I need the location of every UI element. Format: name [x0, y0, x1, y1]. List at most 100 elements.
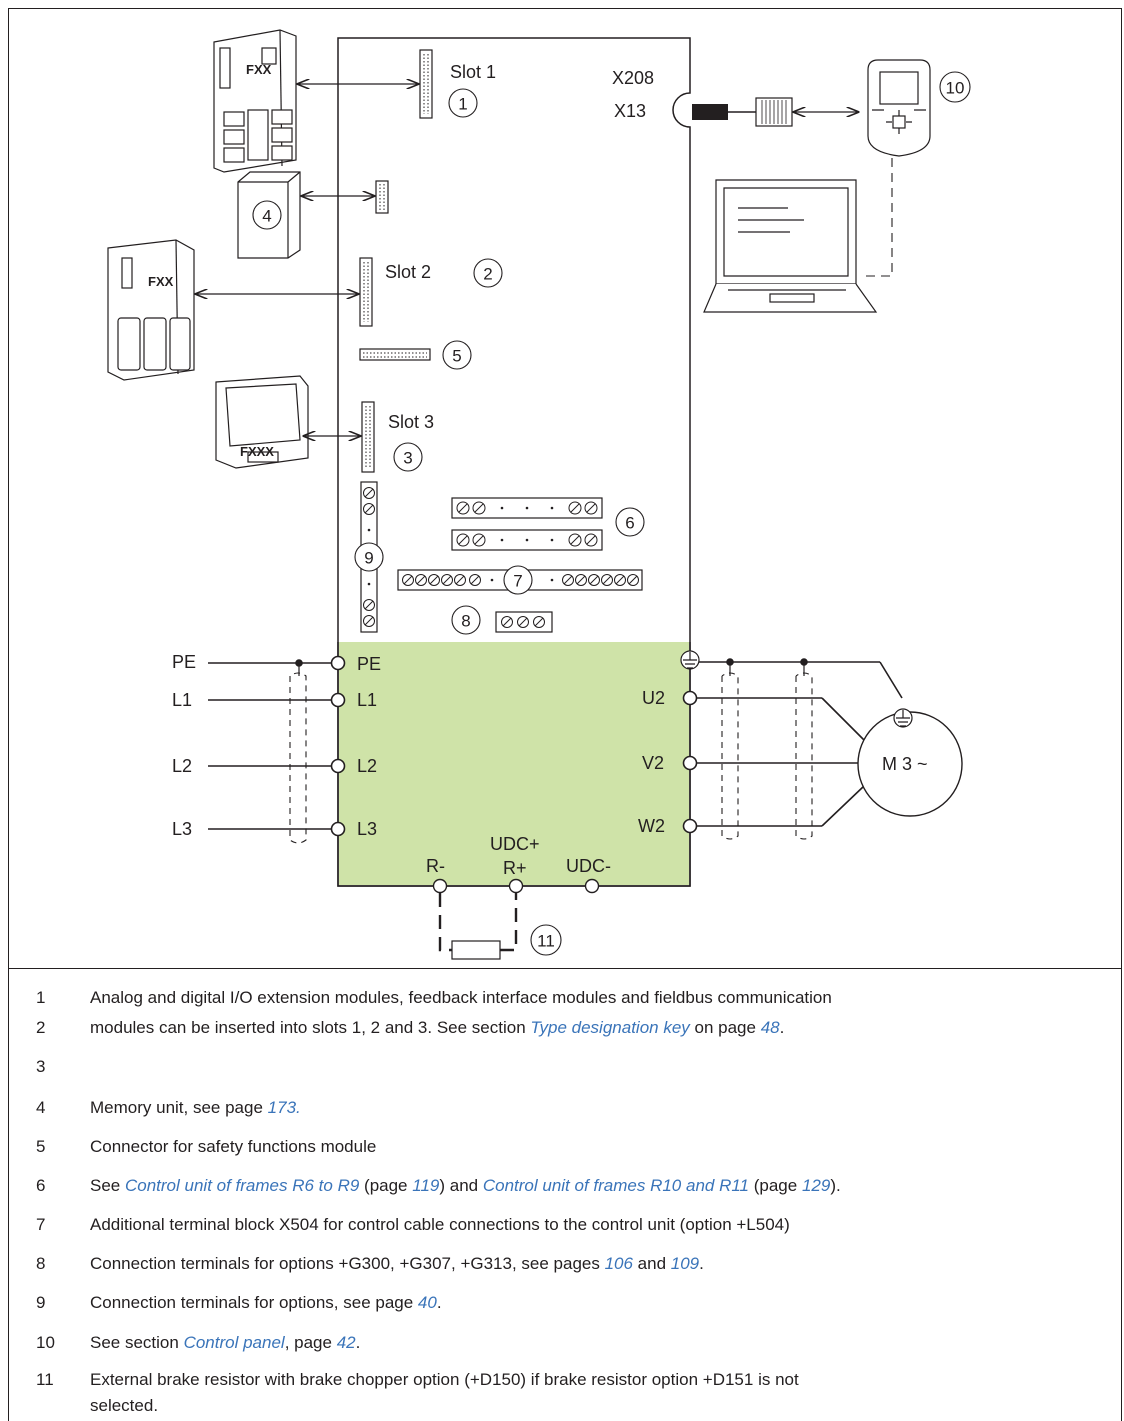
input-terminals — [208, 655, 346, 837]
cross-reference-link[interactable]: Control unit of frames R10 and R11 — [482, 1176, 749, 1195]
legend-number: 6 — [36, 1176, 46, 1195]
callout-9: 9 — [354, 542, 384, 572]
drive-unit — [337, 37, 691, 887]
motor-label: M 3 ~ — [882, 754, 928, 774]
legend-text-part: . — [355, 1333, 361, 1352]
svg-text:10: 10 — [946, 79, 965, 98]
fxxx-module-label: FXXX — [240, 444, 274, 459]
svg-text:3: 3 — [403, 449, 412, 468]
cross-reference-link[interactable]: 106 — [604, 1254, 633, 1273]
l3-ext-label: L3 — [172, 819, 192, 839]
cross-reference-link[interactable]: 109 — [670, 1254, 700, 1273]
terminal-block-6b — [451, 529, 603, 551]
legend-text: modules can be inserted into slots 1, 2 … — [90, 1017, 1120, 1039]
legend-number: 11 — [36, 1370, 54, 1389]
l2-ext-label: L2 — [172, 756, 192, 776]
legend-number: 9 — [36, 1293, 46, 1312]
legend-text-part: Connector for safety functions module — [90, 1137, 377, 1156]
svg-text:9: 9 — [364, 549, 373, 568]
legend-text-part: (page — [359, 1176, 413, 1195]
legend-number: 10 — [36, 1333, 55, 1352]
fxx-module-2 — [107, 239, 195, 381]
fxx-module-2-label: FXX — [148, 274, 174, 289]
legend-text-part: External brake resistor with brake chopp… — [90, 1370, 799, 1389]
legend-text: Analog and digital I/O extension modules… — [90, 987, 1120, 1009]
power-section — [339, 642, 689, 885]
figure-frame — [8, 8, 1122, 1421]
callout-11: 11 — [530, 924, 562, 956]
ground-icon — [680, 650, 700, 670]
l3-int-label: L3 — [357, 819, 377, 839]
cross-reference-link[interactable]: 42 — [336, 1333, 356, 1352]
legend-text: Connection terminals for options, see pa… — [90, 1292, 1120, 1314]
legend-number: 8 — [36, 1254, 46, 1273]
udc-plus-label: UDC+ — [490, 834, 540, 854]
slot1-label: Slot 1 — [450, 62, 496, 82]
terminal-block-8 — [495, 611, 553, 633]
x208-label: X208 — [612, 68, 654, 88]
pe-int-label: PE — [357, 654, 381, 674]
legend-text-part: . — [779, 1018, 785, 1037]
svg-text:5: 5 — [452, 347, 461, 366]
cross-reference-link[interactable]: Type designation key — [530, 1018, 690, 1037]
motor — [857, 708, 963, 817]
legend-text: Connector for safety functions module — [90, 1136, 1120, 1158]
legend-text-part: . — [436, 1293, 442, 1312]
legend-text: See section Control panel, page 42. — [90, 1332, 1120, 1354]
legend-text-part: Connection terminals for options, see pa… — [90, 1293, 418, 1312]
output-cable-shield-2 — [795, 672, 813, 840]
callout-7: 7 — [503, 565, 533, 595]
cross-reference-link[interactable]: 48 — [760, 1018, 780, 1037]
brake-resistor — [438, 893, 518, 960]
l1-ext-label: L1 — [172, 690, 192, 710]
fxxx-module — [215, 375, 309, 469]
callout-4: 4 — [252, 200, 282, 230]
output-cable-shield-1 — [721, 672, 739, 840]
cross-reference-link[interactable]: 173. — [267, 1098, 301, 1117]
v2-label: V2 — [642, 753, 664, 773]
fxx-module-1-label: FXX — [246, 62, 272, 77]
pe-ext-label: PE — [172, 652, 196, 672]
safety-connector — [359, 348, 431, 361]
callout-3: 3 — [393, 442, 423, 472]
legend-text: Memory unit, see page 173. — [90, 1097, 1120, 1119]
legend-number: 7 — [36, 1215, 46, 1234]
legend-text-part: , page — [284, 1333, 337, 1352]
slot1-connector — [419, 49, 433, 119]
legend-text-part: on page — [689, 1018, 761, 1037]
terminal-block-6a — [451, 497, 603, 519]
callout-8: 8 — [451, 605, 481, 635]
brake-terminals — [432, 878, 600, 894]
cross-reference-link[interactable]: Control unit of frames R6 to R9 — [124, 1176, 360, 1195]
legend-text-part: ). — [830, 1176, 841, 1195]
legend-text: Connection terminals for options +G300, … — [90, 1253, 1120, 1275]
legend-text-part: Analog and digital I/O extension modules… — [90, 988, 832, 1007]
cross-reference-link[interactable]: 119 — [412, 1176, 440, 1195]
legend-text-part: Connection terminals for options +G300, … — [90, 1254, 605, 1273]
svg-text:1: 1 — [458, 95, 467, 114]
svg-text:6: 6 — [625, 514, 634, 533]
legend-text: selected. — [90, 1395, 1120, 1417]
udc-minus-label: UDC- — [566, 856, 611, 876]
r-minus-label: R- — [426, 856, 445, 876]
l2-int-label: L2 — [357, 756, 377, 776]
legend-text: Additional terminal block X504 for contr… — [90, 1214, 1120, 1236]
legend-text-part: . — [699, 1254, 704, 1273]
slot3-connector — [361, 401, 375, 473]
fxx-module-1 — [213, 29, 297, 173]
r-plus-label: R+ — [503, 858, 527, 878]
legend-number: 2 — [36, 1018, 46, 1037]
legend-text-part: (page — [749, 1176, 802, 1195]
svg-text:11: 11 — [537, 932, 555, 951]
callout-10: 10 — [939, 71, 971, 103]
cross-reference-link[interactable]: 40 — [417, 1293, 437, 1312]
svg-text:4: 4 — [262, 207, 271, 226]
cross-reference-link[interactable]: Control panel — [183, 1333, 285, 1352]
input-cable-shield — [289, 672, 307, 844]
laptop — [703, 179, 878, 313]
legend-text: See Control unit of frames R6 to R9 (pag… — [90, 1175, 1120, 1197]
cross-reference-link[interactable]: 129 — [801, 1176, 831, 1195]
memory-connector — [375, 180, 389, 214]
legend-text-part: Additional terminal block X504 for contr… — [90, 1215, 790, 1234]
